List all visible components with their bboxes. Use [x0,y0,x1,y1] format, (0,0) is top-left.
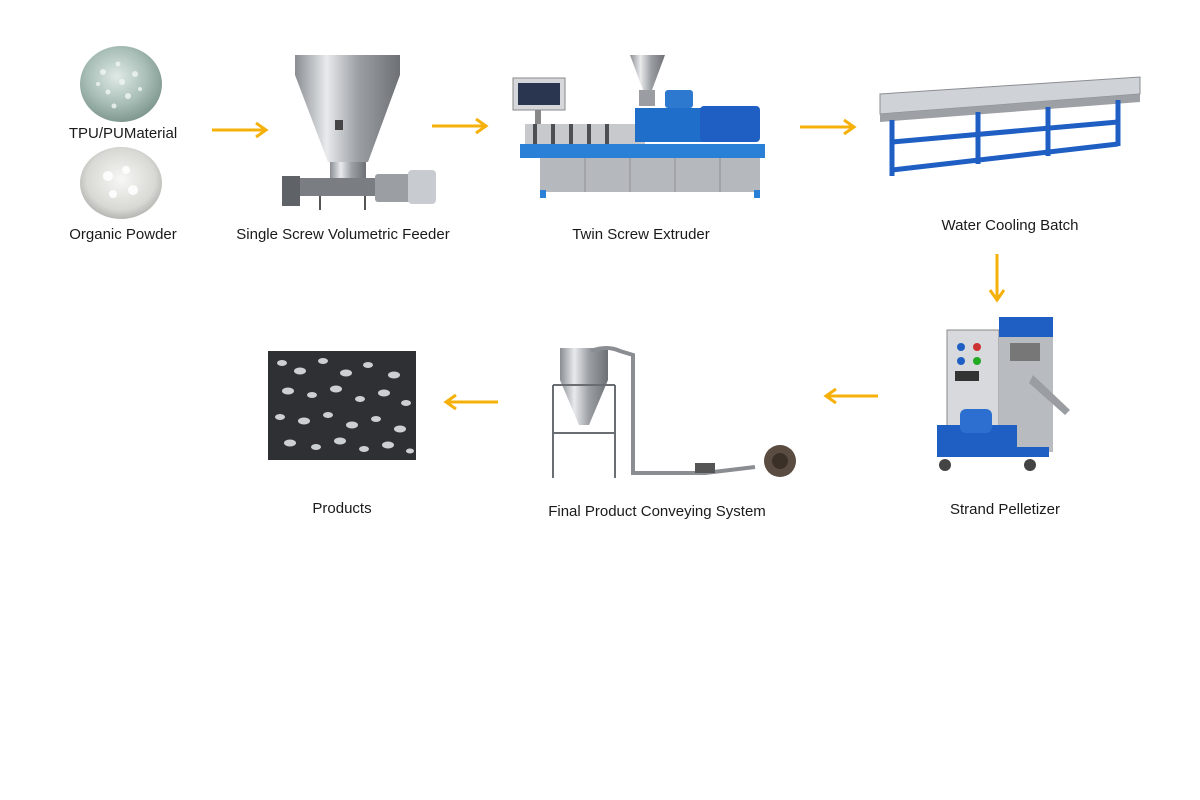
arrow-right-icon [212,121,269,139]
feeder-label: Single Screw Volumetric Feeder [236,226,450,243]
extruder-machine-image [512,55,765,198]
pelletizer-machine-image [937,317,1070,471]
arrow-left-icon [823,387,878,405]
arrow-left-icon [443,393,498,411]
products-label: Products [312,500,372,517]
products-pellets-image [268,351,416,460]
conveying-label: Final Product Conveying System [548,503,766,520]
organic-powder-image [80,147,162,219]
cooling-bath-image [879,76,1141,176]
arrow-right-icon [432,117,489,135]
tpu-granules-image [80,46,162,122]
arrow-right-icon [800,118,857,136]
tpu-material-label: TPU/PUMaterial [68,125,178,142]
cooling-label: Water Cooling Batch [941,217,1079,234]
arrow-down-icon [988,254,1006,303]
conveying-system-image [552,346,796,478]
feeder-machine-image [282,55,436,210]
extruder-label: Twin Screw Extruder [572,226,710,243]
pelletizer-label: Strand Pelletizer [949,501,1061,518]
organic-powder-label: Organic Powder [69,226,177,243]
